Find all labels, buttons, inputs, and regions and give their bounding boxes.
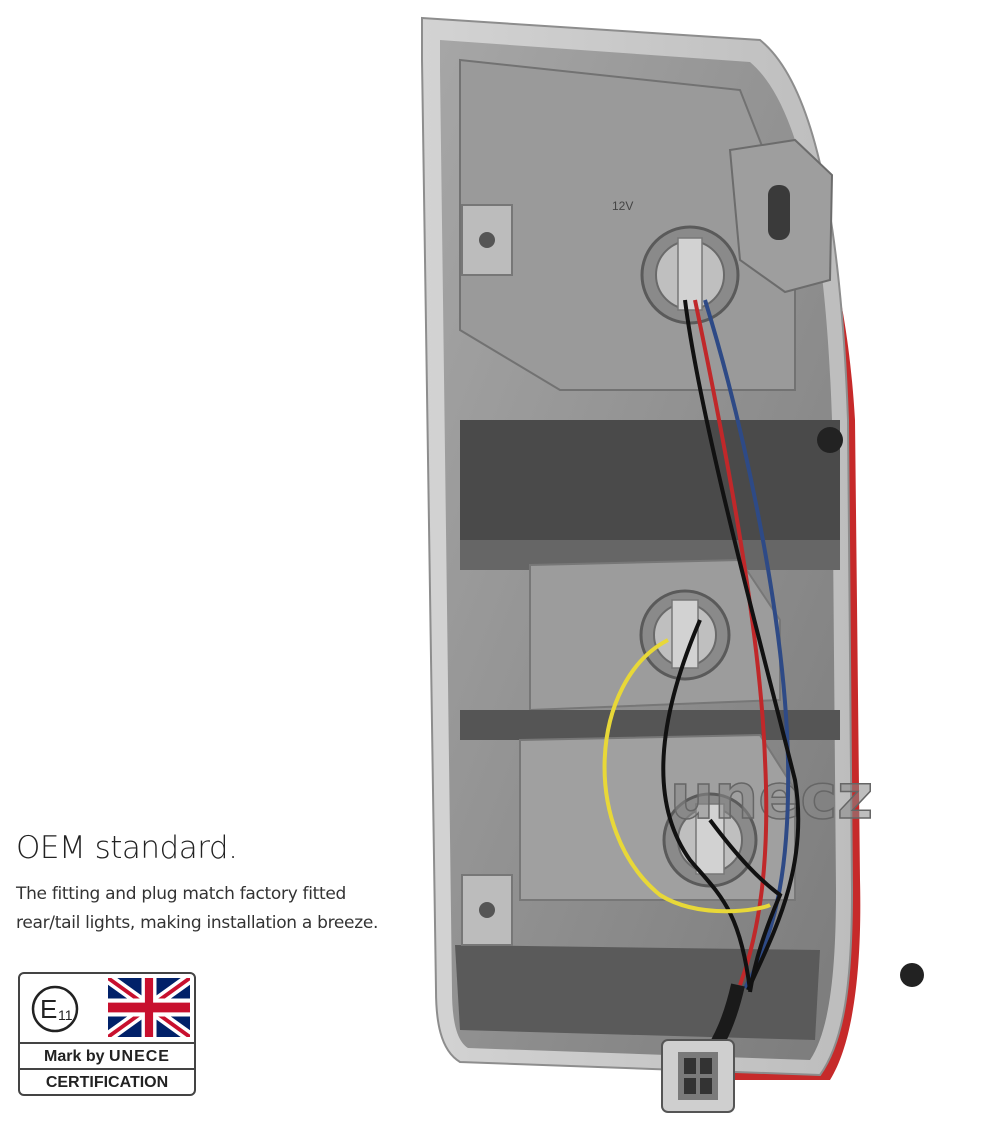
wire-blue	[703, 299, 791, 989]
uk-flag-icon	[108, 978, 190, 1037]
badge-top: E 11	[20, 974, 194, 1042]
certification-label: CERTIFICATION	[20, 1068, 194, 1094]
mark-by-org: UNECE	[108, 1048, 170, 1065]
e-mark-icon: E 11	[31, 985, 79, 1033]
description: The fitting and plug match factory fitte…	[16, 880, 378, 938]
certification-badge: E 11 Mark by UNECE CERTIFICATION	[18, 972, 196, 1096]
wire-black-middle	[661, 619, 752, 991]
clip-hole	[479, 902, 495, 918]
wire-black-bottom	[708, 818, 783, 993]
clip-hole	[479, 232, 495, 248]
bulb-socket-top	[640, 225, 740, 325]
wire-yellow	[602, 638, 771, 914]
description-line-1: The fitting and plug match factory fitte…	[16, 884, 347, 904]
connector-slot	[768, 185, 790, 240]
watermark: unecz	[670, 760, 873, 833]
mark-by-prefix: Mark by	[44, 1048, 105, 1065]
dark-recess-1	[460, 420, 840, 540]
description-line-2: rear/tail lights, making installation a …	[16, 913, 379, 933]
bulb-socket-middle	[639, 589, 731, 681]
wire-black-top	[683, 299, 801, 991]
mounting-stud-right	[817, 427, 843, 453]
mounting-stud-bottom	[900, 963, 924, 987]
voltage-label: 12V	[612, 199, 633, 213]
mark-by-row: Mark by UNECE	[20, 1042, 194, 1068]
wire-red	[693, 299, 769, 986]
e-mark-number: 11	[58, 1007, 73, 1023]
e-mark-letter: E	[40, 994, 57, 1024]
bottom-band	[455, 945, 820, 1040]
heading: OEM standard.	[16, 830, 238, 866]
plug-connector	[661, 1039, 735, 1113]
tail-light-photo: 12V unecz	[421, 16, 924, 1113]
